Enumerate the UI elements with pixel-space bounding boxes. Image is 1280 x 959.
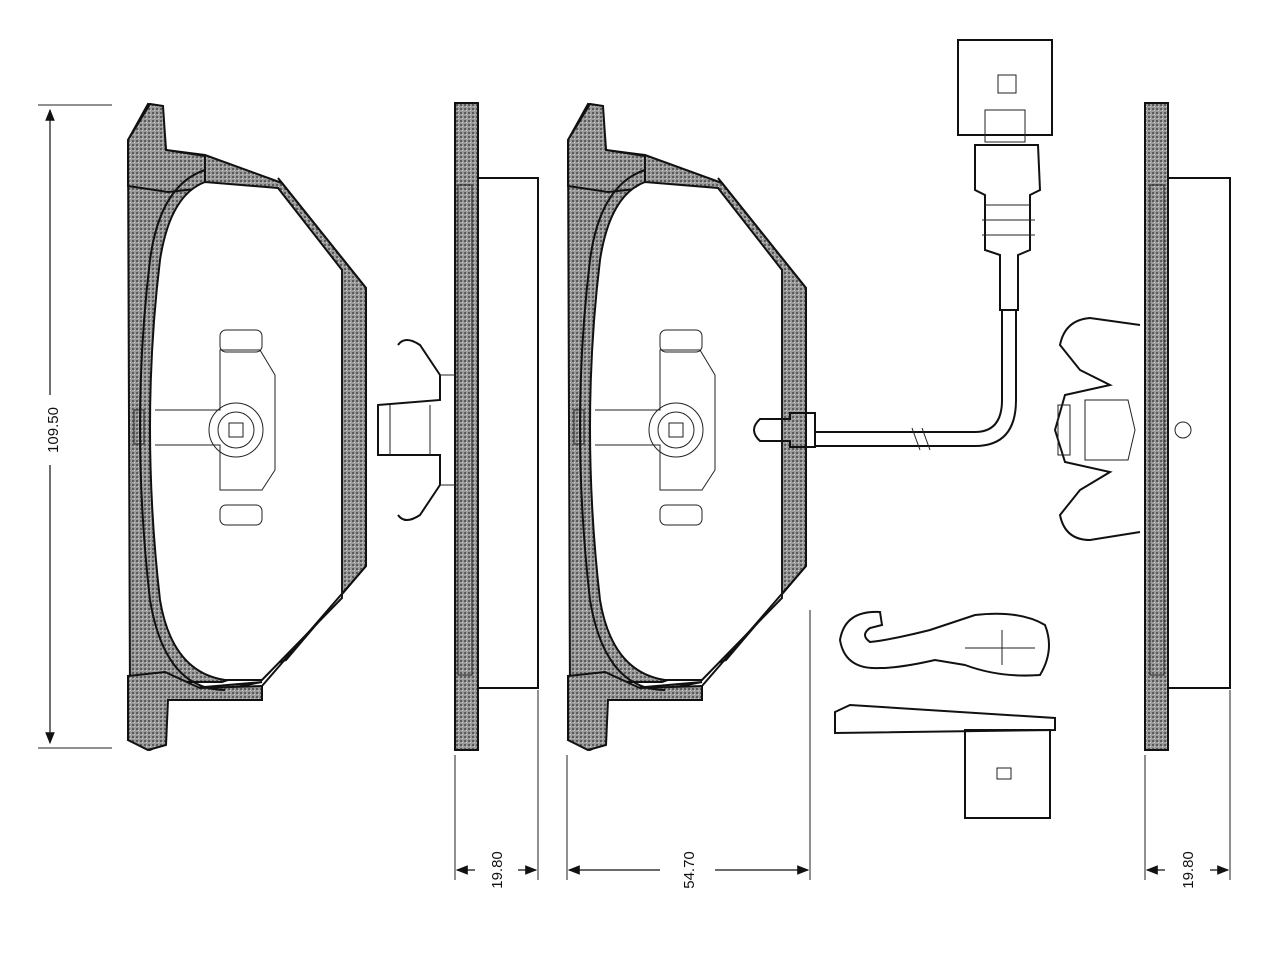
dimension-width: 54.70 (566, 610, 811, 889)
dimension-label-height: 109.50 (45, 407, 62, 453)
brake-pad-front-view-2 (567, 103, 807, 751)
dimension-thickness-right: 19.80 (1144, 690, 1231, 889)
sensor-connector (834, 703, 1056, 819)
brake-pad-side-view-left (377, 102, 539, 751)
dimension-label-thickness-left: 19.80 (489, 851, 506, 889)
sensor-clip (838, 610, 1050, 677)
wear-sensor (753, 39, 1053, 451)
brake-pad-side-view-right (1053, 102, 1231, 751)
dimension-label-thickness-right: 19.80 (1180, 851, 1197, 889)
dimension-label-width: 54.70 (681, 851, 698, 889)
dimension-height: 109.50 (38, 104, 112, 749)
retaining-clip-left (377, 339, 441, 521)
retaining-clip-right (1053, 316, 1141, 542)
brake-pad-front-view-1 (127, 103, 367, 751)
dimension-thickness-left: 19.80 (454, 690, 539, 889)
